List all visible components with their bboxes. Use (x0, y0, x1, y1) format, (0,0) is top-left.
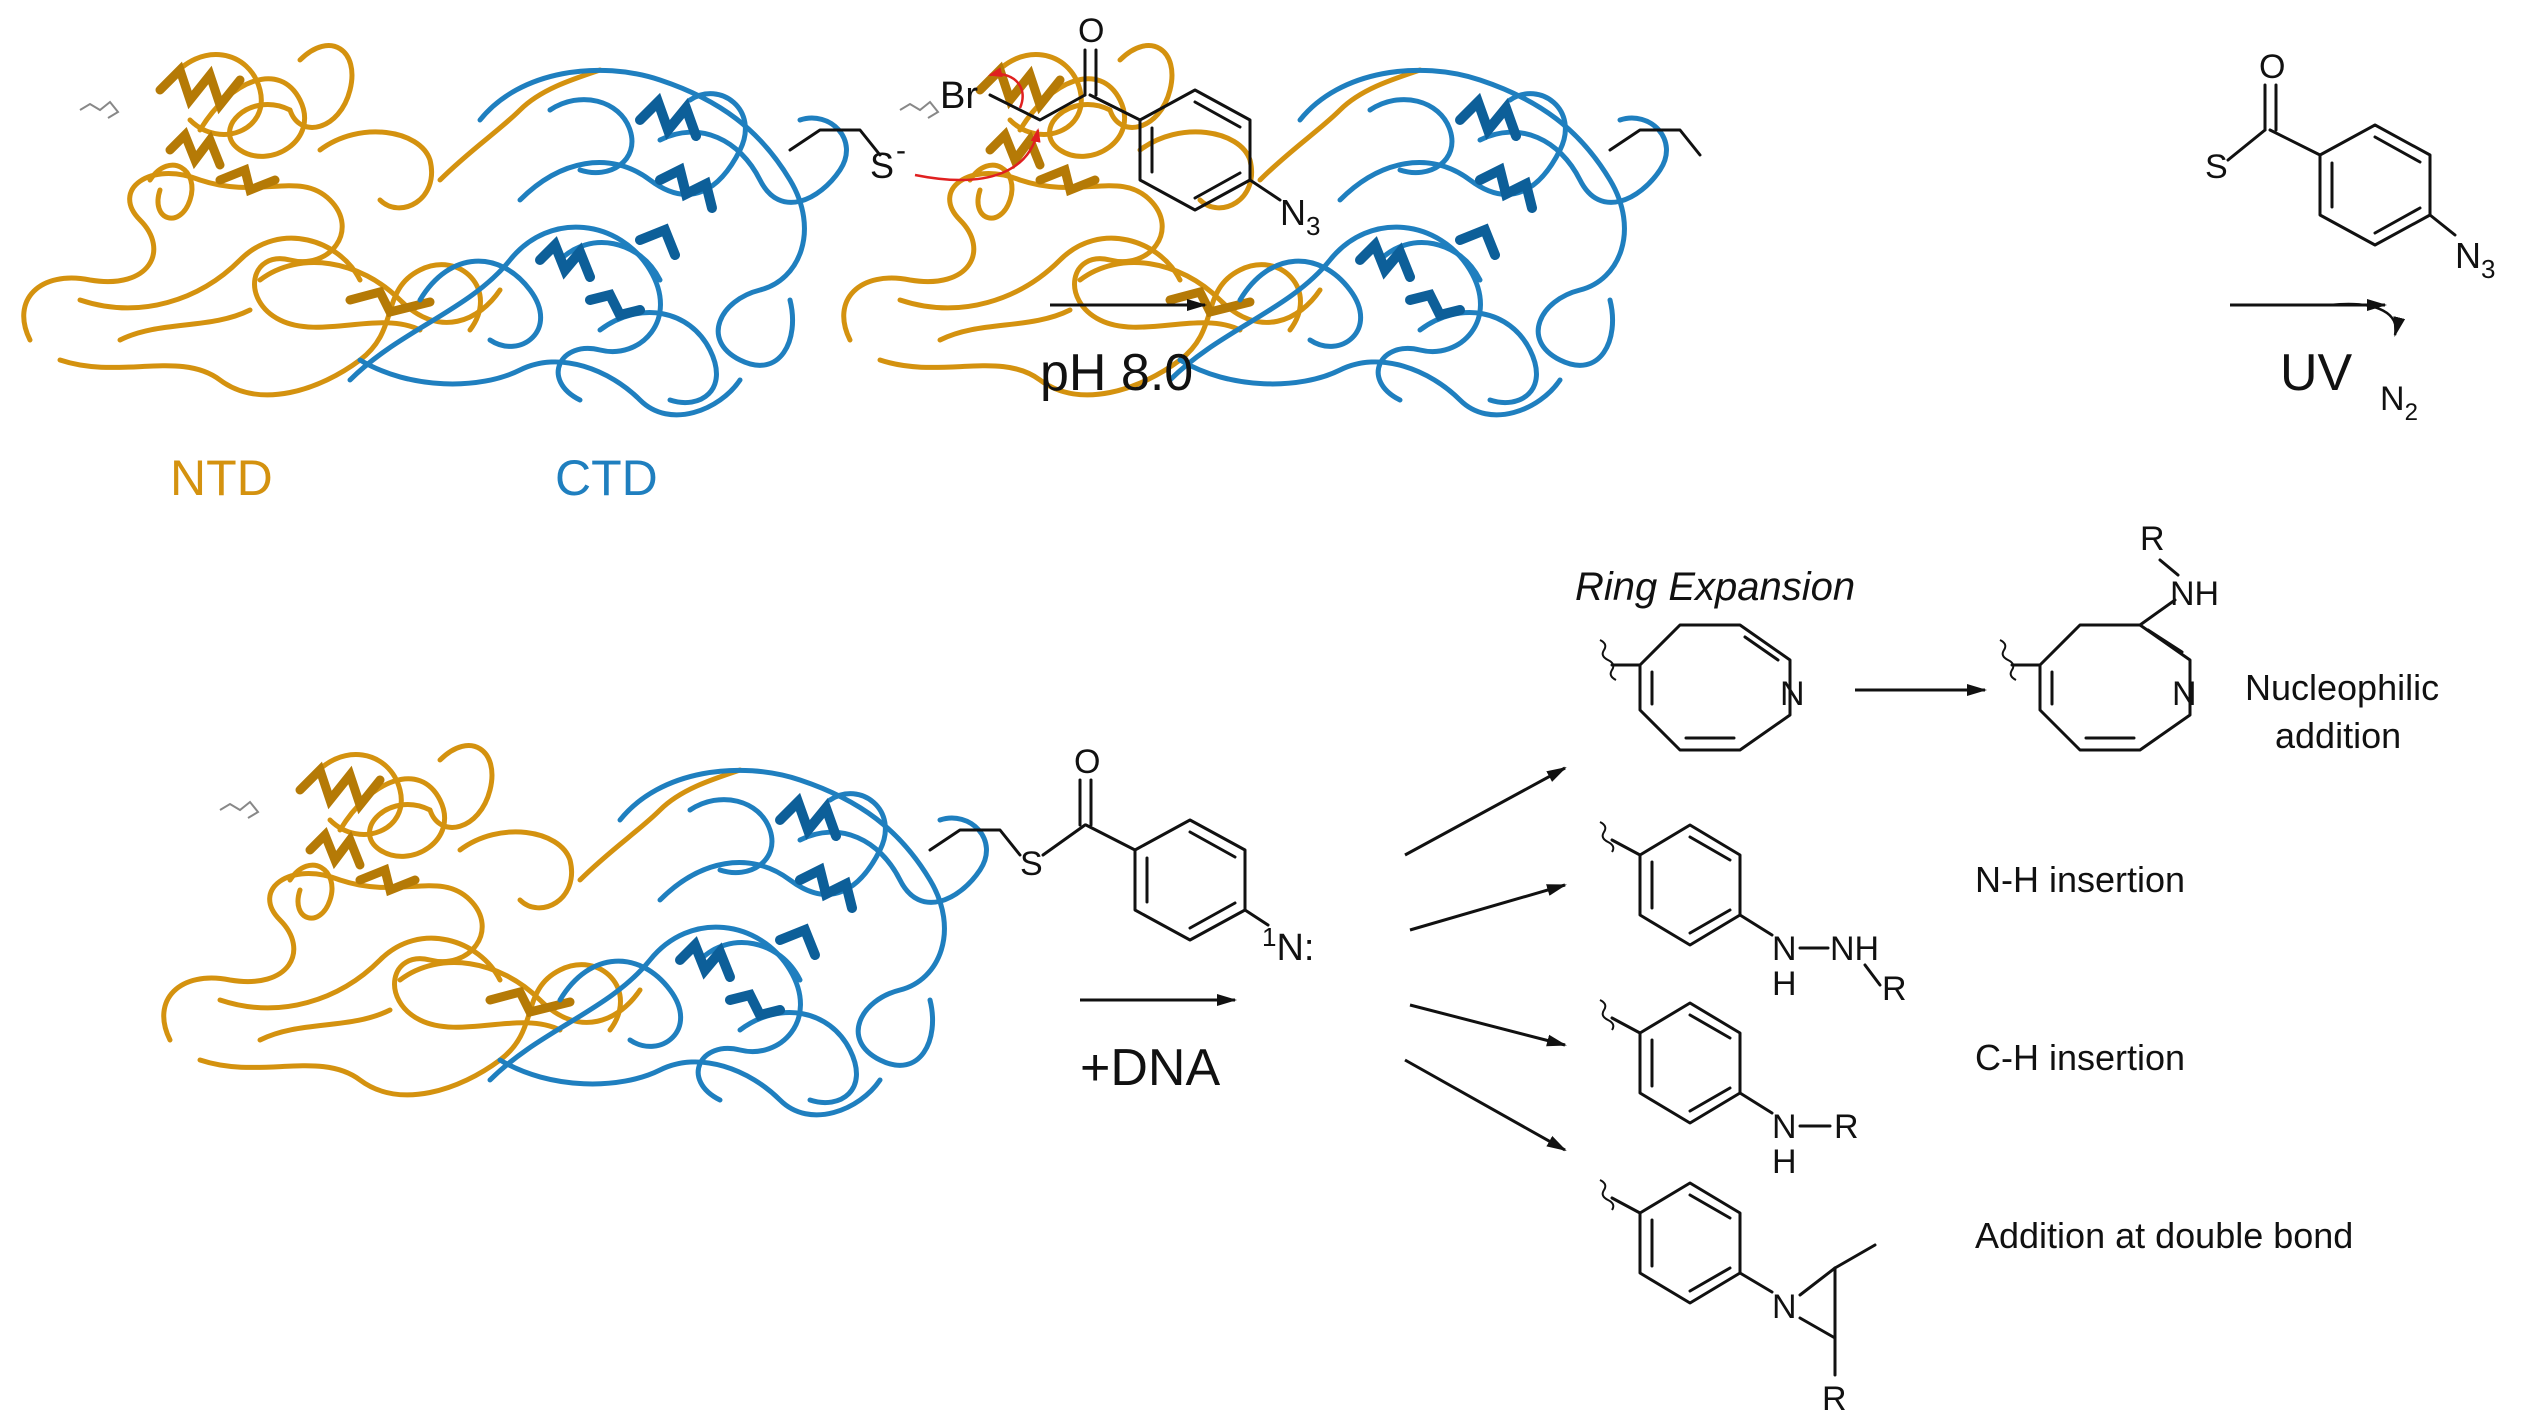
carbonyl-o-1: O (1078, 12, 1104, 50)
thioester-nitrene: S O 1N: (1020, 743, 1314, 969)
double-bond-label: Addition at double bond (1975, 1215, 2353, 1256)
azepine-n-label: N (1780, 675, 1805, 713)
adduct-r-label: R (2140, 520, 2165, 558)
thiolate-group: S - (870, 134, 906, 186)
benzene-ring-1 (1138, 88, 1252, 212)
mechanism-arrow-sn2 (914, 128, 1041, 182)
ntd-ligand-stick (219, 800, 260, 819)
ch-r: R (1834, 1108, 1859, 1146)
ntd-ligand-stick (899, 100, 940, 119)
nucleophilic-adduct: N NH R (1999, 520, 2219, 752)
benzene-ring-3 (1133, 818, 1247, 942)
azepine-product: N (1599, 623, 1805, 752)
azide-label-2: N3 (2455, 235, 2495, 284)
ntd-helices (295, 761, 575, 1018)
condition-dna: +DNA (1080, 1039, 1220, 1097)
condition-ph: pH 8.0 (1040, 344, 1193, 402)
nucleophilic-label-2: addition (2275, 715, 2401, 756)
nh-nh2: NH (1830, 930, 1879, 968)
nh-h1: H (1772, 965, 1797, 1003)
ch-insertion-label: C-H insertion (1975, 1037, 2185, 1078)
thioester-s-1: S (2205, 148, 2228, 186)
ring-expansion-title: Ring Expansion (1575, 565, 1855, 609)
bromine-label: Br (940, 75, 978, 117)
protein-structure-1 (21, 43, 882, 418)
ctd-ribbon (1167, 67, 1669, 418)
carbonyl-o-3: O (1074, 743, 1100, 781)
ch-insertion-product: N H R (1599, 999, 1859, 1181)
benzene-ring-2 (2318, 123, 2432, 247)
adduct-n-label: N (2172, 675, 2197, 713)
cys-linker-2 (1608, 128, 1702, 157)
reaction-arrow-1: pH 8.0 (1040, 299, 1207, 402)
arrow-to-nh-insertion (1409, 883, 1567, 932)
azide-label-1: N3 (1280, 192, 1320, 241)
thioester-azide: S O N3 (2205, 48, 2495, 284)
cys-linker-3 (928, 828, 1022, 857)
ctd-ribbon (487, 767, 989, 1118)
ctd-helices (535, 92, 717, 321)
ch-n: N (1772, 1108, 1797, 1146)
byproduct-n2: N2 (2380, 380, 2418, 426)
protein-structure-3 (161, 743, 1022, 1118)
mechanism-arrow-leaving (988, 67, 1024, 109)
thiolate-s-label: S (870, 145, 894, 186)
thiolate-charge: - (896, 134, 906, 167)
thioester-s-2: S (1020, 845, 1043, 883)
aziridine-product: N R (1599, 1179, 1877, 1418)
ntd-helices (155, 61, 435, 318)
nitrene-label: 1N: (1262, 922, 1314, 969)
reaction-arrow-2: UV N2 (2230, 299, 2418, 426)
pathway-arrows (1404, 766, 1567, 1152)
arrow-to-double-bond (1404, 1058, 1567, 1152)
ctd-helices (675, 792, 857, 1021)
nucleophilic-label-1: Nucleophilic (2245, 667, 2439, 708)
arrow-to-ring-expansion (1404, 766, 1567, 857)
arrow-to-ch-insertion (1409, 1003, 1567, 1047)
ctd-label: CTD (555, 450, 658, 506)
nh-insertion-label: N-H insertion (1975, 859, 2185, 900)
ntd-ribbon (21, 43, 603, 398)
adduct-nh-label: NH (2170, 575, 2219, 613)
condition-uv: UV (2280, 344, 2353, 402)
aziridine-n: N (1772, 1288, 1797, 1326)
ntd-ribbon (161, 743, 743, 1098)
bromoacetophenone-azide: Br O N3 (914, 12, 1320, 241)
carbonyl-o-2: O (2259, 48, 2285, 86)
ctd-helices (1355, 92, 1537, 321)
aziridine-r: R (1822, 1380, 1847, 1416)
nh-r: R (1882, 970, 1907, 1008)
ntd-ligand-stick (79, 100, 120, 119)
nh-insertion-product: N H NH R (1599, 821, 1907, 1008)
ntd-ribbon (841, 43, 1423, 398)
cys-linker-1 (788, 128, 882, 157)
ch-h: H (1772, 1143, 1797, 1181)
ctd-ribbon (347, 67, 849, 418)
ntd-label: NTD (170, 450, 273, 506)
nh-n1: N (1772, 930, 1797, 968)
reaction-arrow-3: +DNA (1080, 994, 1237, 1097)
